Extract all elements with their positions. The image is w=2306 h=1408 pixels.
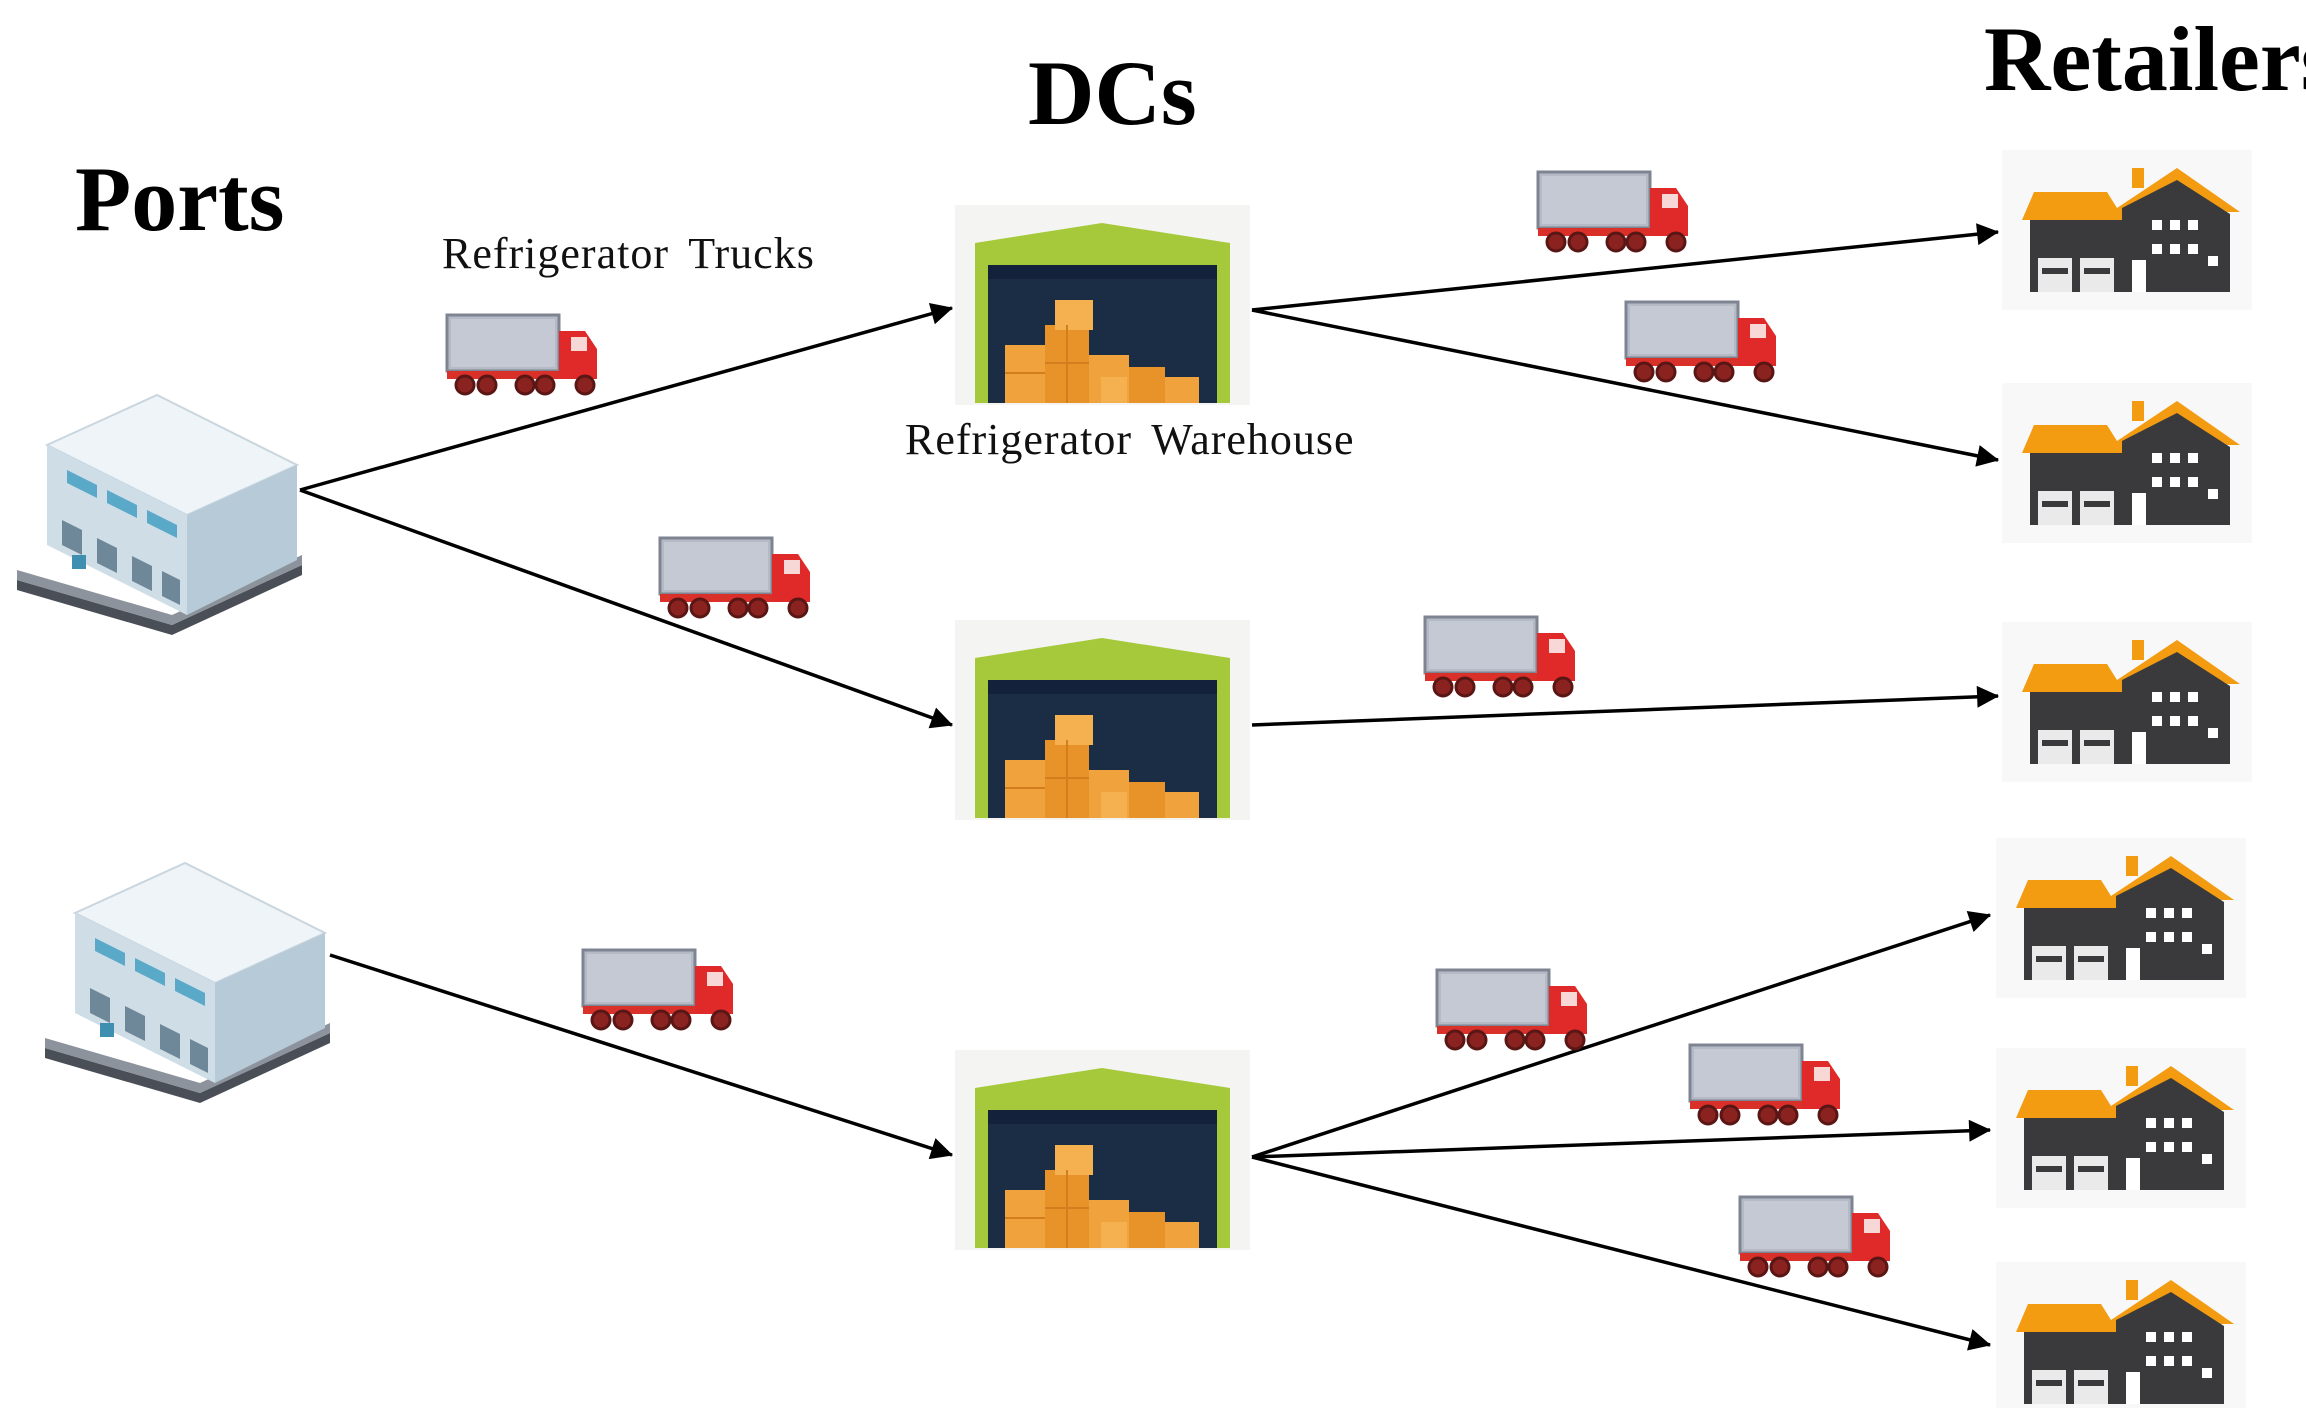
refrigerator-truck-icon: [445, 313, 599, 396]
warehouse-caption: Refrigerator Warehouse: [905, 415, 1355, 464]
refrigerator-truck-icon: [1423, 615, 1577, 698]
arrow-dc1-retailer1: [1251, 223, 2000, 312]
ports-heading: Ports: [75, 148, 284, 250]
arrow-dc1-retailer2: [1251, 308, 2000, 467]
refrigerator-truck-icon: [1435, 968, 1589, 1051]
retail-store-icon: [2002, 150, 2252, 310]
arrow-dc2-retailer3: [1251, 685, 2000, 727]
retail-store-icon: [1996, 1048, 2246, 1208]
port-building-icon: [44, 862, 331, 1104]
port-building-icon: [16, 394, 303, 636]
refrigerator-warehouse-icon: [954, 204, 1251, 406]
arrow-port1-dc1: [299, 303, 954, 492]
retailers-heading: Retailers: [1984, 8, 2306, 110]
refrigerator-truck-icon: [658, 536, 812, 619]
refrigerator-warehouse-icon: [954, 619, 1251, 821]
refrigerator-truck-icon: [1738, 1195, 1892, 1278]
arrow-dc3-retailer4: [1251, 911, 1992, 1159]
refrigerator-truck-icon: [1624, 300, 1778, 383]
flow-arrows: [299, 223, 2000, 1351]
arrow-dc3-retailer6: [1251, 1155, 1992, 1351]
refrigerator-truck-icon: [581, 948, 735, 1031]
refrigerator-truck-icon: [1688, 1043, 1842, 1126]
retail-store-icon: [2002, 383, 2252, 543]
retail-store-icon: [1996, 1262, 2246, 1408]
arrow-port1-dc2: [299, 488, 954, 729]
refrigerator-truck-icon: [1536, 170, 1690, 253]
trucks-caption: Refrigerator Trucks: [442, 229, 815, 278]
retail-store-icon: [2002, 622, 2252, 782]
refrigerator-warehouse-icon: [954, 1049, 1251, 1251]
arrow-port2-dc3: [329, 953, 954, 1160]
arrow-dc3-retailer5: [1251, 1119, 1992, 1159]
dcs-heading: DCs: [1028, 42, 1197, 144]
retail-store-icon: [1996, 838, 2246, 998]
